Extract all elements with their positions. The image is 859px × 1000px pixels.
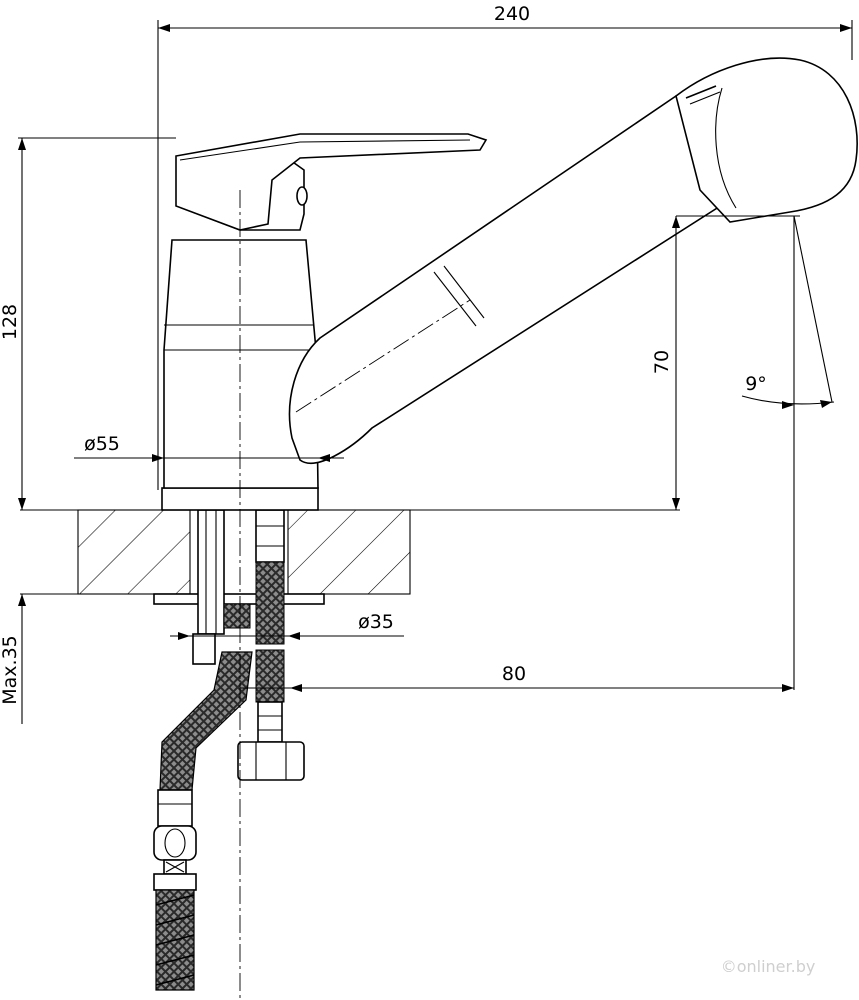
watermark-text: ©onliner.by — [721, 957, 816, 976]
dim-reach-80: 80 — [240, 663, 794, 692]
dim-label-max: Max.35 — [0, 635, 21, 705]
dim-height-128: 128 — [0, 137, 176, 510]
dim-base-55: ø55 — [74, 433, 344, 462]
flexible-hose-left — [153, 651, 253, 991]
mounting-hardware — [192, 509, 251, 665]
spout-centerline — [295, 299, 471, 413]
dim-label-reach: 80 — [502, 663, 526, 685]
dim-label-spout-height: 70 — [651, 350, 673, 374]
dim-spout-height-70: 70 — [410, 215, 800, 511]
faucet-body — [161, 239, 319, 511]
flexible-hose-right — [237, 509, 305, 781]
dim-label-angle: 9° — [745, 373, 767, 395]
lever-handle — [175, 133, 488, 231]
dim-label-base: ø55 — [84, 433, 120, 455]
dim-hole-35: ø35 — [170, 611, 404, 640]
dim-label-width: 240 — [494, 3, 530, 25]
dim-angle-9: 9° — [741, 215, 835, 690]
dim-max-35: Max.35 — [0, 594, 26, 724]
pull-out-spout — [288, 57, 858, 464]
dim-label-height: 128 — [0, 304, 21, 340]
dim-label-hole: ø35 — [358, 611, 394, 633]
dim-width-240: 240 — [157, 3, 853, 490]
